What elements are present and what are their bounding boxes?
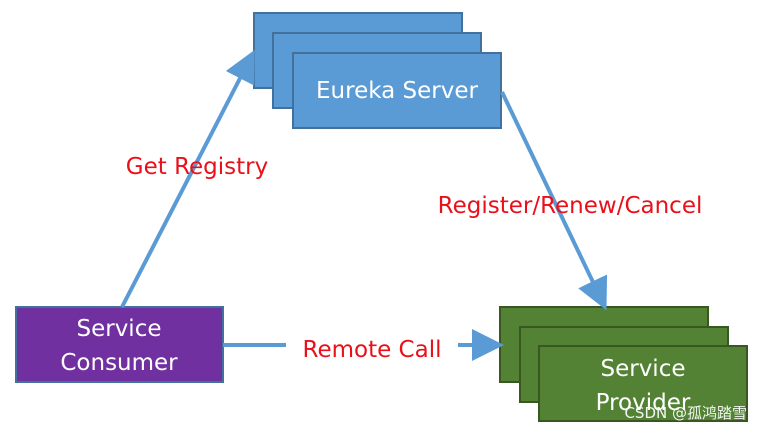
service-provider-label-line2: Provider [596, 390, 691, 416]
register-renew-cancel-arrow [500, 91, 608, 311]
eureka-server-label: Eureka Server [316, 78, 478, 104]
register-renew-cancel-label: Register/Renew/Cancel [438, 193, 703, 219]
service-provider-stack: Service Provider [499, 306, 748, 422]
service-provider-box [538, 345, 748, 422]
eureka-server-stack: Eureka Server [253, 12, 502, 129]
service-consumer-label-line1: Service [76, 316, 161, 342]
service-provider-label-line1: Service [600, 356, 685, 382]
eureka-server-box [292, 52, 502, 129]
watermark-text: CSDN @孤鸿踏雪 [624, 404, 747, 422]
get-registry-label: Get Registry [126, 154, 268, 180]
get-registry-arrow [120, 49, 255, 308]
service-consumer-label-line2: Consumer [60, 350, 178, 376]
remote-call-label: Remote Call [303, 337, 442, 363]
service-consumer-node: Service Consumer [15, 306, 224, 383]
